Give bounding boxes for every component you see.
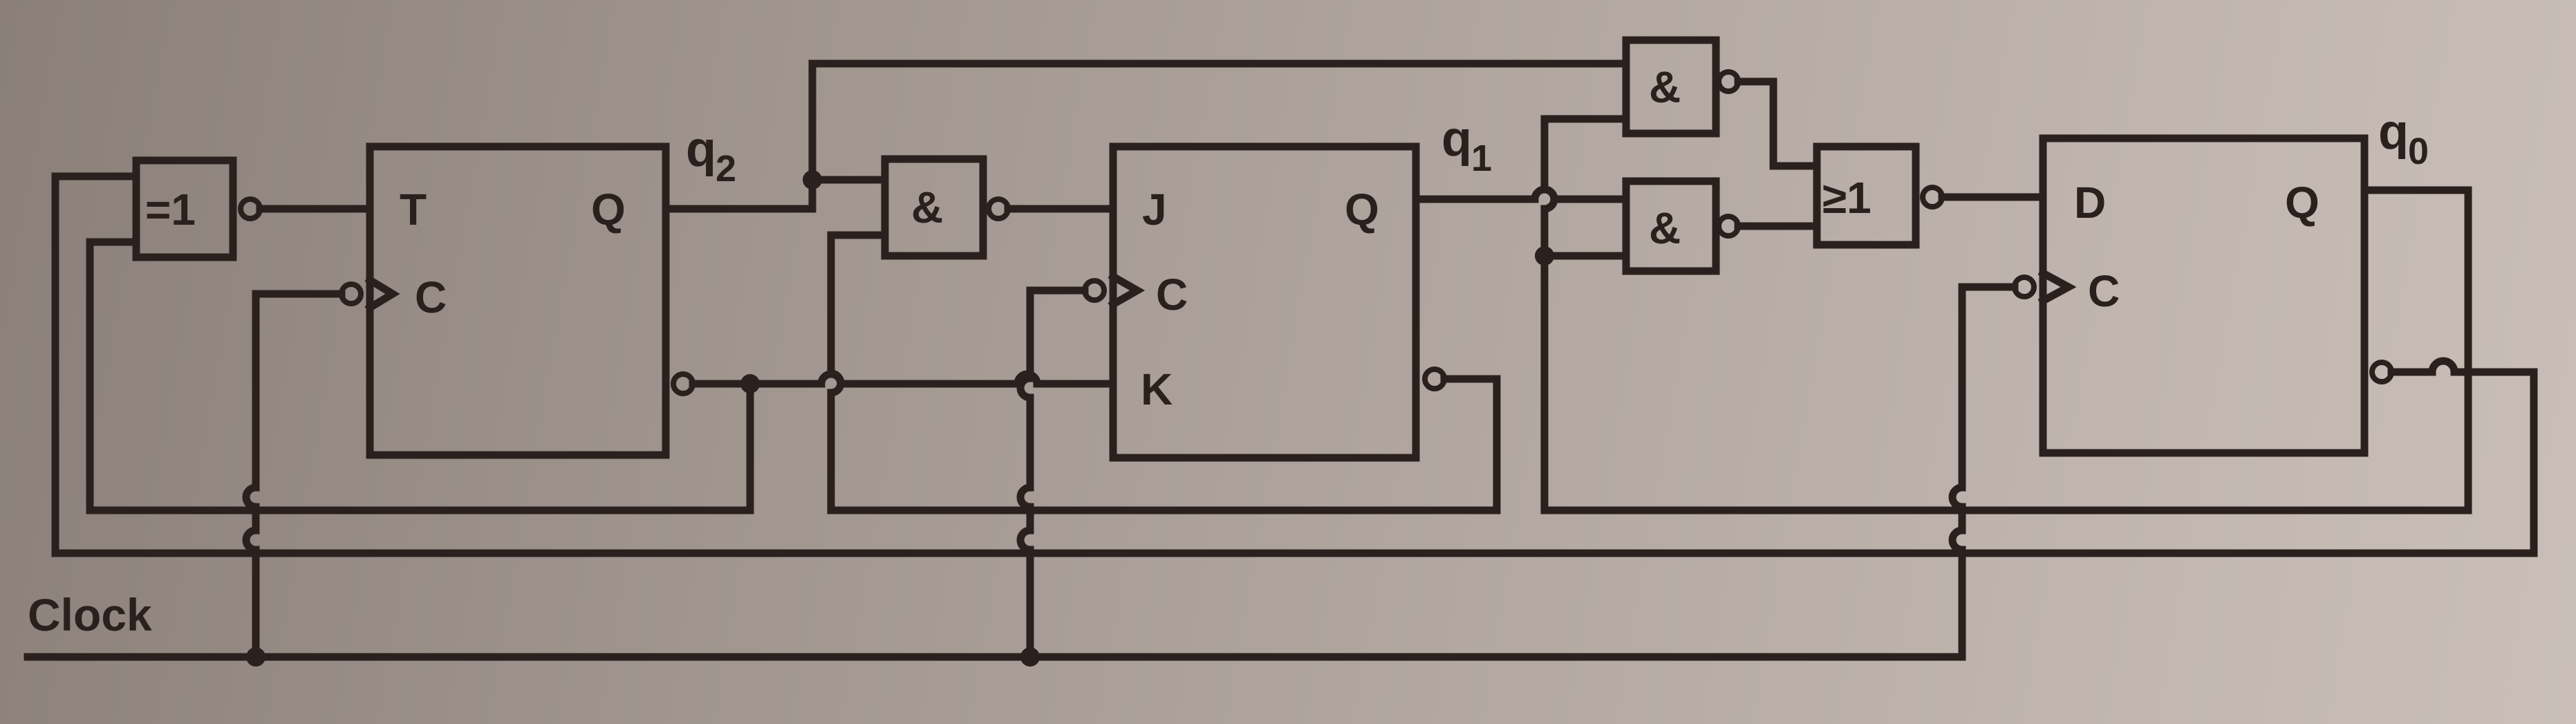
clock-to-ff2 xyxy=(242,290,346,661)
xor-gate: =1 xyxy=(132,156,263,261)
xor-gate-label: =1 xyxy=(145,185,196,234)
signal-q0: q 0 xyxy=(2378,104,2429,172)
flipflop-jk: J Q C K xyxy=(1108,142,1420,462)
nand-gate-j: & xyxy=(881,155,1011,260)
ff0-clock-triangle xyxy=(2037,268,2077,306)
q0-subscript: 0 xyxy=(2408,131,2429,172)
nand-top-to-or xyxy=(1734,77,1821,170)
flipflop-t: T Q C xyxy=(364,142,670,459)
q2bar-to-k xyxy=(689,370,1117,388)
nand-bus xyxy=(1540,115,1630,260)
nand-mid-label: & xyxy=(1649,203,1681,253)
q2-line xyxy=(662,59,1630,213)
q0-label: q xyxy=(2378,104,2409,160)
ff2-c-label: C xyxy=(415,272,447,322)
junction-bus xyxy=(1535,246,1554,266)
nand-top-label: & xyxy=(1649,62,1681,112)
q1-subscript: 1 xyxy=(1471,138,1492,179)
junction-q2bar xyxy=(740,374,760,393)
q1-label: q xyxy=(1441,111,1472,167)
signal-q2: q 2 xyxy=(686,122,736,189)
q1-line xyxy=(1412,185,1630,203)
ff0-d-label: D xyxy=(2074,178,2106,228)
q2-label: q xyxy=(686,122,716,177)
ff1-c-label: C xyxy=(1156,270,1188,319)
clock-to-ff1 xyxy=(1016,286,1089,661)
nand-j-label: & xyxy=(911,183,943,232)
xor-in-q2bar xyxy=(86,238,754,514)
signal-q1: q 1 xyxy=(1441,111,1492,179)
ff1-j-label: J xyxy=(1142,185,1167,234)
ff1-q-label: Q xyxy=(1345,185,1379,234)
nand-gate-top: & xyxy=(1622,36,1741,138)
xor-in-q0bar xyxy=(51,172,2538,557)
flipflop-d: D Q C xyxy=(2037,134,2369,457)
junction-q2 xyxy=(803,170,822,189)
q0-to-nand xyxy=(1540,186,2472,514)
or-gate: ≥1 xyxy=(1813,142,1945,249)
q1bar-to-nand-j xyxy=(827,231,1501,514)
clock-to-ff0 xyxy=(1948,283,2019,661)
wires xyxy=(24,59,2538,661)
ff1-clock-triangle xyxy=(1108,271,1146,310)
or-gate-label: ≥1 xyxy=(1822,173,1872,223)
ff0-q-label: Q xyxy=(2285,178,2320,228)
junction-clock-ff2 xyxy=(246,647,265,667)
ff2-t-label: T xyxy=(400,185,427,234)
nand-gate-mid: & xyxy=(1622,177,1741,275)
q2-subscript: 2 xyxy=(716,148,736,189)
ff0-c-label: C xyxy=(2088,266,2120,316)
ff1-k-label: K xyxy=(1141,364,1173,414)
clock-label: Clock xyxy=(28,589,152,640)
ff2-q-label: Q xyxy=(591,185,626,234)
ff2-clock-triangle xyxy=(364,275,400,313)
junction-clock-ff1 xyxy=(1020,647,1040,667)
